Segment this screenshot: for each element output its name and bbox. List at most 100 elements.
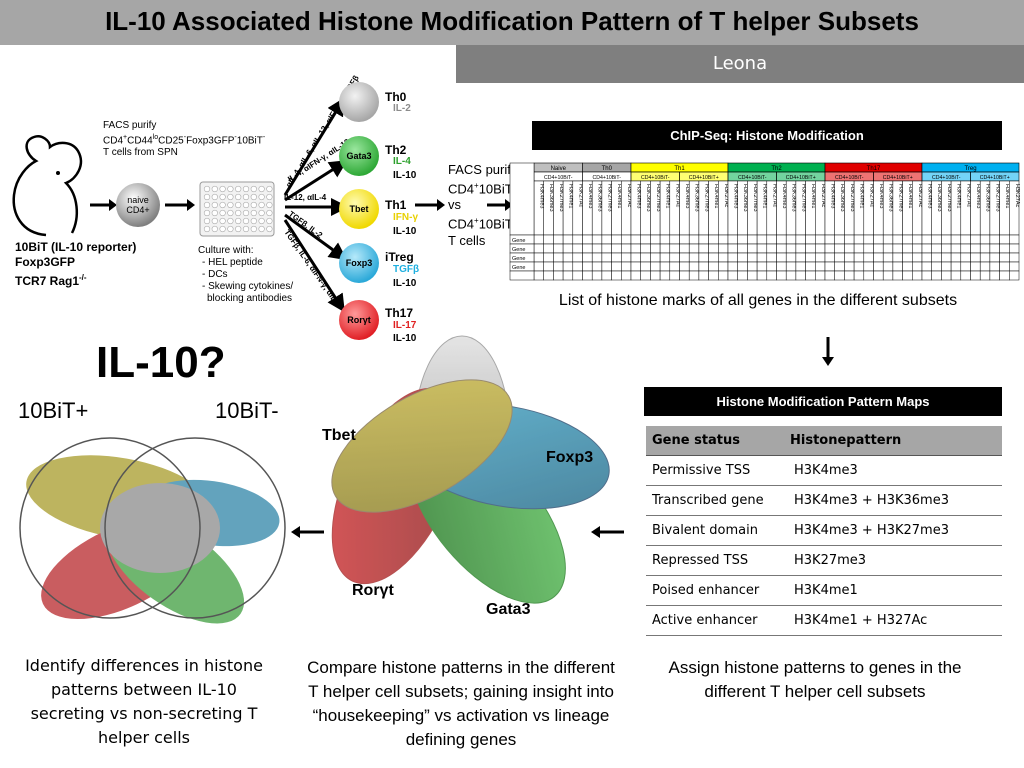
chip-data-cell [562, 234, 574, 245]
chip-data-cell [562, 270, 574, 281]
well [258, 217, 265, 225]
chip-data-cell [989, 234, 1000, 245]
chip-data-cell [698, 270, 709, 281]
chip-data-cell [950, 243, 962, 254]
chip-data-cell [815, 252, 826, 263]
chip-data-cell [941, 270, 952, 281]
chip-mark-label: H3K27Ac [1014, 184, 1020, 207]
chip-data-cell [912, 261, 923, 272]
chip-data-cell [853, 270, 865, 281]
chip-data-cell [979, 261, 991, 272]
chip-data-cell [553, 252, 564, 263]
chip-sub-label: CD4+10BiT+ [980, 175, 1010, 181]
chip-data-cell [853, 243, 865, 254]
svg-text:TGFβ: TGFβ [393, 264, 419, 275]
chip-mark-label: H3K4me3 [733, 184, 739, 208]
chip-data-cell [863, 252, 874, 263]
well [258, 209, 265, 217]
chip-data-cell [688, 243, 700, 254]
chip-data-cell [873, 261, 884, 272]
chip-mark-label: H3K27Ac [917, 184, 923, 207]
chip-data-cell [679, 243, 690, 254]
chip-data-cell [960, 261, 971, 272]
chip-data-cell [756, 234, 768, 245]
chip-data-cell [553, 261, 564, 272]
culture-plate-icon [199, 181, 275, 237]
chip-data-cell [543, 270, 554, 281]
chip-data-cell [621, 243, 632, 254]
left-arrow-icon [291, 526, 324, 538]
well [250, 193, 257, 201]
author-bar [456, 45, 1024, 83]
chip-mark-label: H3K4me3 [587, 184, 593, 208]
pattern-table: Gene status Histonepattern Permissive TS… [646, 426, 1002, 636]
well [250, 209, 257, 217]
itreg-cell-icon [339, 243, 379, 283]
chip-data-cell [882, 261, 894, 272]
chip-data-cell [921, 234, 932, 245]
chip-data-cell [931, 252, 942, 263]
well [203, 193, 211, 201]
chip-data-cell [950, 261, 962, 272]
arrow-head-icon [187, 199, 195, 211]
chip-data-cell [601, 261, 612, 272]
chip-data-cell [601, 234, 612, 245]
chip-data-cell [766, 243, 777, 254]
chip-data-cell [960, 252, 971, 263]
well [242, 193, 250, 201]
chip-data-cell [669, 243, 680, 254]
chip-data-cell [892, 261, 903, 272]
chip-data-cell [1009, 243, 1020, 254]
chip-mark-label: H3K27me3 [946, 184, 952, 212]
chip-data-cell [902, 252, 913, 263]
chip-data-cell [989, 252, 1000, 263]
chip-data-cell [892, 252, 903, 263]
chip-data-cell [543, 252, 554, 263]
chip-data-cell [970, 261, 981, 272]
chip-data-cell [591, 243, 603, 254]
chip-mark-label: H3K27me3 [800, 184, 806, 212]
chip-data-cell [892, 234, 903, 245]
chip-data-cell [572, 243, 583, 254]
arrow-to-chip [415, 199, 513, 211]
chip-data-cell [591, 270, 603, 281]
well [227, 225, 234, 233]
chip-data-cell [630, 270, 641, 281]
chip-mark-label: H3K4me1 [810, 184, 816, 208]
chip-data-cell [979, 234, 991, 245]
chip-data-cell [912, 252, 923, 263]
well [242, 185, 250, 193]
svg-text:Gata3: Gata3 [346, 151, 371, 161]
chip-data-cell [553, 270, 564, 281]
chip-data-cell [979, 243, 991, 254]
svg-text:IL-10: IL-10 [393, 278, 417, 289]
chip-data-cell [679, 252, 690, 263]
well [211, 193, 218, 201]
well [258, 193, 265, 201]
chip-mark-label: H3K27me3 [752, 184, 758, 212]
chip-data-cell [960, 234, 971, 245]
tbet-label: Tbet [322, 427, 356, 444]
chip-data-cell [591, 261, 603, 272]
venn-left-label: 10BiT+ [18, 398, 89, 423]
chip-data-cell [572, 252, 583, 263]
chip-mark-label: H3K4me1 [616, 184, 622, 208]
chip-data-cell [611, 261, 622, 272]
chip-data-cell [863, 261, 874, 272]
caption-left: Identify differences in histone patterns… [25, 656, 263, 747]
chip-data-cell [824, 243, 835, 254]
chip-sub-label: CD4+10BiT+ [689, 175, 719, 181]
svg-text:Foxp3: Foxp3 [346, 258, 373, 268]
chip-data-cell [815, 234, 826, 245]
chip-data-cell [795, 261, 806, 272]
chip-mark-label: H3K27Ac [626, 184, 632, 207]
chip-data-cell [621, 261, 632, 272]
caption-right: Assign histone patterns to genes in the … [668, 658, 962, 701]
chip-data-cell [1009, 234, 1020, 245]
chip-data-cell [979, 270, 991, 281]
chip-group-label: Treg [964, 166, 976, 172]
chip-mark-label: H3K27Ac [723, 184, 729, 207]
well [219, 209, 226, 217]
